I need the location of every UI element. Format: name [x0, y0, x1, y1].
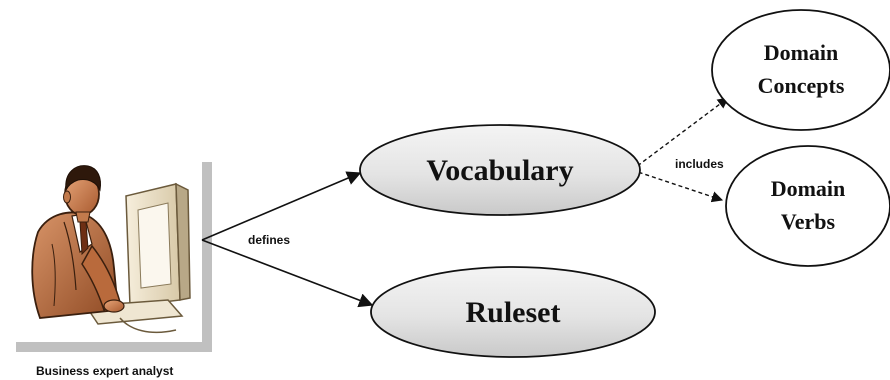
- node-vocabulary: Vocabulary: [359, 124, 641, 216]
- defines-label: defines: [248, 233, 290, 247]
- actor-label: Business expert analyst: [36, 364, 173, 378]
- domain-concepts-label-line1: Domain: [764, 40, 839, 65]
- node-domain-concepts: Domain Concepts: [711, 9, 890, 131]
- edge-includes: includes: [631, 97, 729, 203]
- dashed-arrow-to-domain-verbs: [631, 169, 724, 203]
- node-ruleset: Ruleset: [370, 266, 656, 358]
- ruleset-label: Ruleset: [466, 296, 561, 329]
- domain-verbs-label-line2: Verbs: [781, 209, 836, 234]
- dashed-arrow-to-domain-concepts: [631, 97, 729, 171]
- includes-label: includes: [675, 157, 724, 171]
- domain-concepts-label-line2: Concepts: [758, 73, 845, 98]
- node-domain-verbs: Domain Verbs: [725, 145, 890, 267]
- domain-concepts-ellipse: [711, 9, 890, 131]
- arrow-to-ruleset: [201, 239, 374, 308]
- domain-verbs-ellipse: [725, 145, 890, 267]
- vocabulary-ellipse: [359, 124, 641, 216]
- domain-verbs-label-line1: Domain: [771, 176, 846, 201]
- business-analyst-at-computer-icon: [31, 165, 191, 334]
- ruleset-ellipse: [370, 266, 656, 358]
- arrow-to-vocabulary: [201, 171, 362, 241]
- actor: Business expert analyst: [6, 152, 212, 378]
- vocabulary-label: Vocabulary: [426, 154, 573, 187]
- edge-defines: defines: [201, 171, 374, 308]
